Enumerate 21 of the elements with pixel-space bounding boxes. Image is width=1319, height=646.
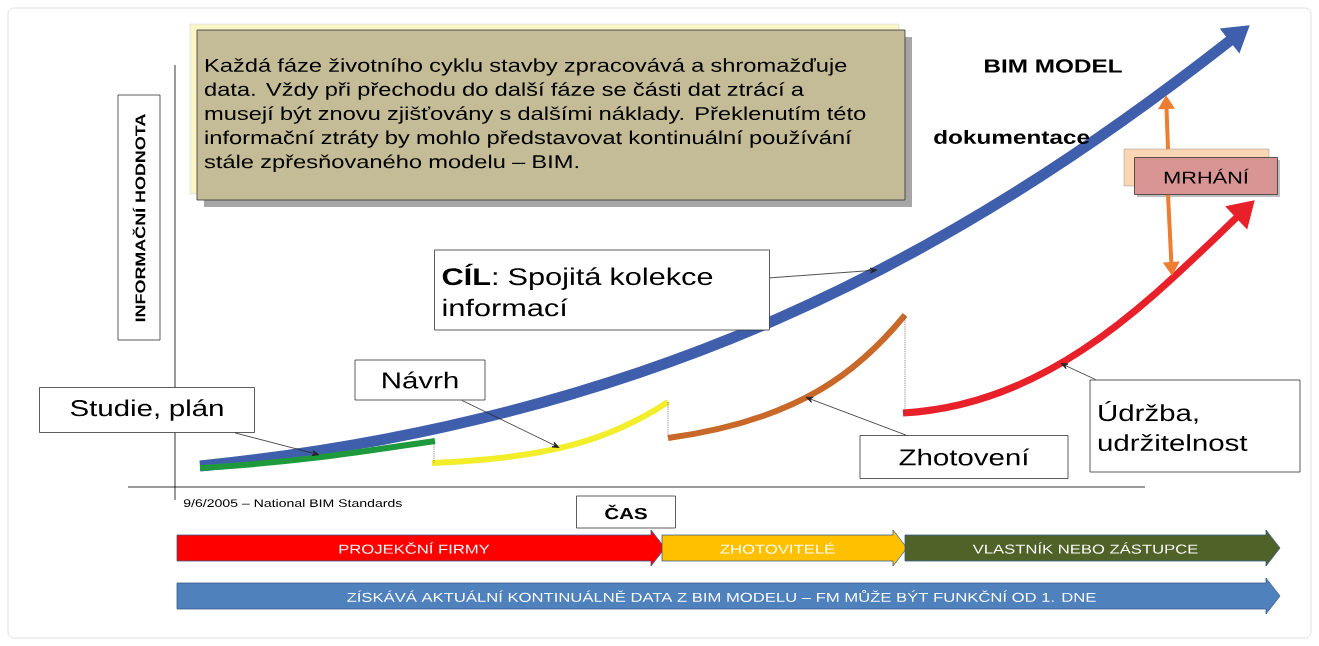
label-box: Návrh bbox=[354, 359, 486, 401]
label-box: MRHÁNÍ bbox=[1123, 148, 1280, 197]
phase-banner: VLASTNÍK NEBO ZÁSTUPCE bbox=[904, 529, 1281, 567]
text-label: 9/6/2005 – National BIM Standards bbox=[183, 498, 402, 508]
label-box: CÍL: Spojitá kolekce informací bbox=[434, 249, 770, 331]
leader-line bbox=[234, 432, 320, 456]
phase-banner: ZHOTOVITELÉ bbox=[661, 529, 908, 567]
leader-line bbox=[769, 267, 878, 279]
leader-line bbox=[461, 400, 560, 448]
leader-line bbox=[1060, 363, 1096, 380]
leader-line bbox=[805, 396, 907, 436]
text-label: BIM MODEL bbox=[985, 59, 1122, 73]
label-box: Zhotovení bbox=[859, 435, 1069, 479]
label-box: ČAS bbox=[576, 495, 676, 529]
phase-banner: ZÍSKÁVÁ AKTUÁLNÍ KONTINUÁLNĚ DATA Z BIM MODELU – FM MŮŽE BÝT FUNKČNÍ OD 1. DNE bbox=[176, 577, 1281, 615]
label-box: Studie, plán bbox=[39, 387, 255, 433]
note-box: Každá fáze životního cyklu stavby zpracovává a shromažďuje data. Vždy při přechodu do další fáze se části dat ztrácí a musejí být znovu zjišťovány s dalšími náklady. Překlenutím této informační ztráty by mohlo představovat kontinuální používání stále zpřesňovaného modelu – BIM. bbox=[189, 23, 912, 207]
text-label: dokumentace bbox=[934, 130, 1090, 144]
phase-banner: PROJEKČNÍ FIRMY bbox=[176, 529, 666, 567]
axis-label-box: INFORMAČNÍ HODNOTA bbox=[117, 94, 161, 341]
label-box: Údržba, udržitelnost bbox=[1089, 379, 1301, 473]
